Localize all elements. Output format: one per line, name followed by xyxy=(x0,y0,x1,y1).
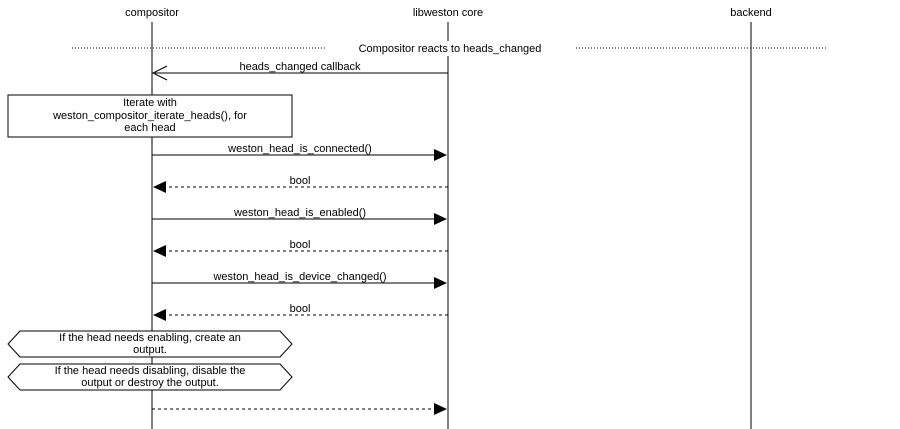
arrowhead-filled-icon xyxy=(434,213,447,225)
message-label-bool-enabled: bool xyxy=(290,239,311,251)
arrowhead-filled-icon xyxy=(434,277,447,289)
note-iterate-heads-line-2: weston_compositor_iterate_heads(), for xyxy=(52,110,247,122)
participant-label-compositor: compositor xyxy=(125,7,179,19)
arrowhead-open-icon xyxy=(151,65,168,81)
message-label-weston-head-is-enabled: weston_head_is_enabled() xyxy=(233,207,366,219)
message-label-heads-changed-callback: heads_changed callback xyxy=(239,61,361,73)
divider-label: Compositor reacts to heads_changed xyxy=(359,43,542,55)
arrowhead-filled-icon xyxy=(434,403,447,415)
lifelines-group xyxy=(151,22,752,429)
message-label-bool-connected: bool xyxy=(290,175,311,187)
message-bool-enabled: bool xyxy=(153,239,448,257)
message-label-weston-head-is-device-changed: weston_head_is_device_changed() xyxy=(212,271,386,283)
message-weston-head-is-device-changed: weston_head_is_device_changed() xyxy=(152,271,447,289)
message-bool-device-changed: bool xyxy=(153,303,448,321)
note-enable-head: If the head needs enabling, create an ou… xyxy=(7,330,293,358)
note-disable-head-line-1: If the head needs disabling, disable the xyxy=(55,365,246,377)
note-enable-head-line-1: If the head needs enabling, create an xyxy=(59,332,241,344)
note-disable-head-line-2: output or destroy the output. xyxy=(81,377,219,389)
message-final xyxy=(152,403,447,415)
note-enable-head-line-2: output. xyxy=(133,344,167,356)
message-weston-head-is-connected: weston_head_is_connected() xyxy=(152,143,447,161)
note-iterate-heads-line-1: Iterate with xyxy=(123,97,177,109)
message-weston-head-is-enabled: weston_head_is_enabled() xyxy=(152,207,447,225)
participant-label-libweston-core: libweston core xyxy=(413,7,483,19)
message-bool-connected: bool xyxy=(153,175,448,193)
message-heads-changed-callback: heads_changed callback xyxy=(151,61,448,81)
note-iterate-heads: Iterate with weston_compositor_iterate_h… xyxy=(7,94,293,138)
note-iterate-heads-box xyxy=(7,94,293,138)
arrowhead-filled-icon xyxy=(434,149,447,161)
participant-label-backend: backend xyxy=(730,7,772,19)
divider-group: Compositor reacts to heads_changed xyxy=(72,41,828,56)
message-label-bool-device-changed: bool xyxy=(290,303,311,315)
arrowhead-filled-icon xyxy=(153,309,166,321)
arrowhead-filled-icon xyxy=(153,245,166,257)
arrowhead-filled-icon xyxy=(153,181,166,193)
divider-label-background xyxy=(326,41,574,56)
note-iterate-heads-line-3: each head xyxy=(124,122,175,134)
participants-group: compositor libweston core backend xyxy=(125,7,772,19)
note-disable-head-hexagon xyxy=(7,363,293,391)
note-enable-head-hexagon xyxy=(7,330,293,358)
note-disable-head: If the head needs disabling, disable the… xyxy=(7,363,293,391)
message-label-weston-head-is-connected: weston_head_is_connected() xyxy=(227,143,372,155)
